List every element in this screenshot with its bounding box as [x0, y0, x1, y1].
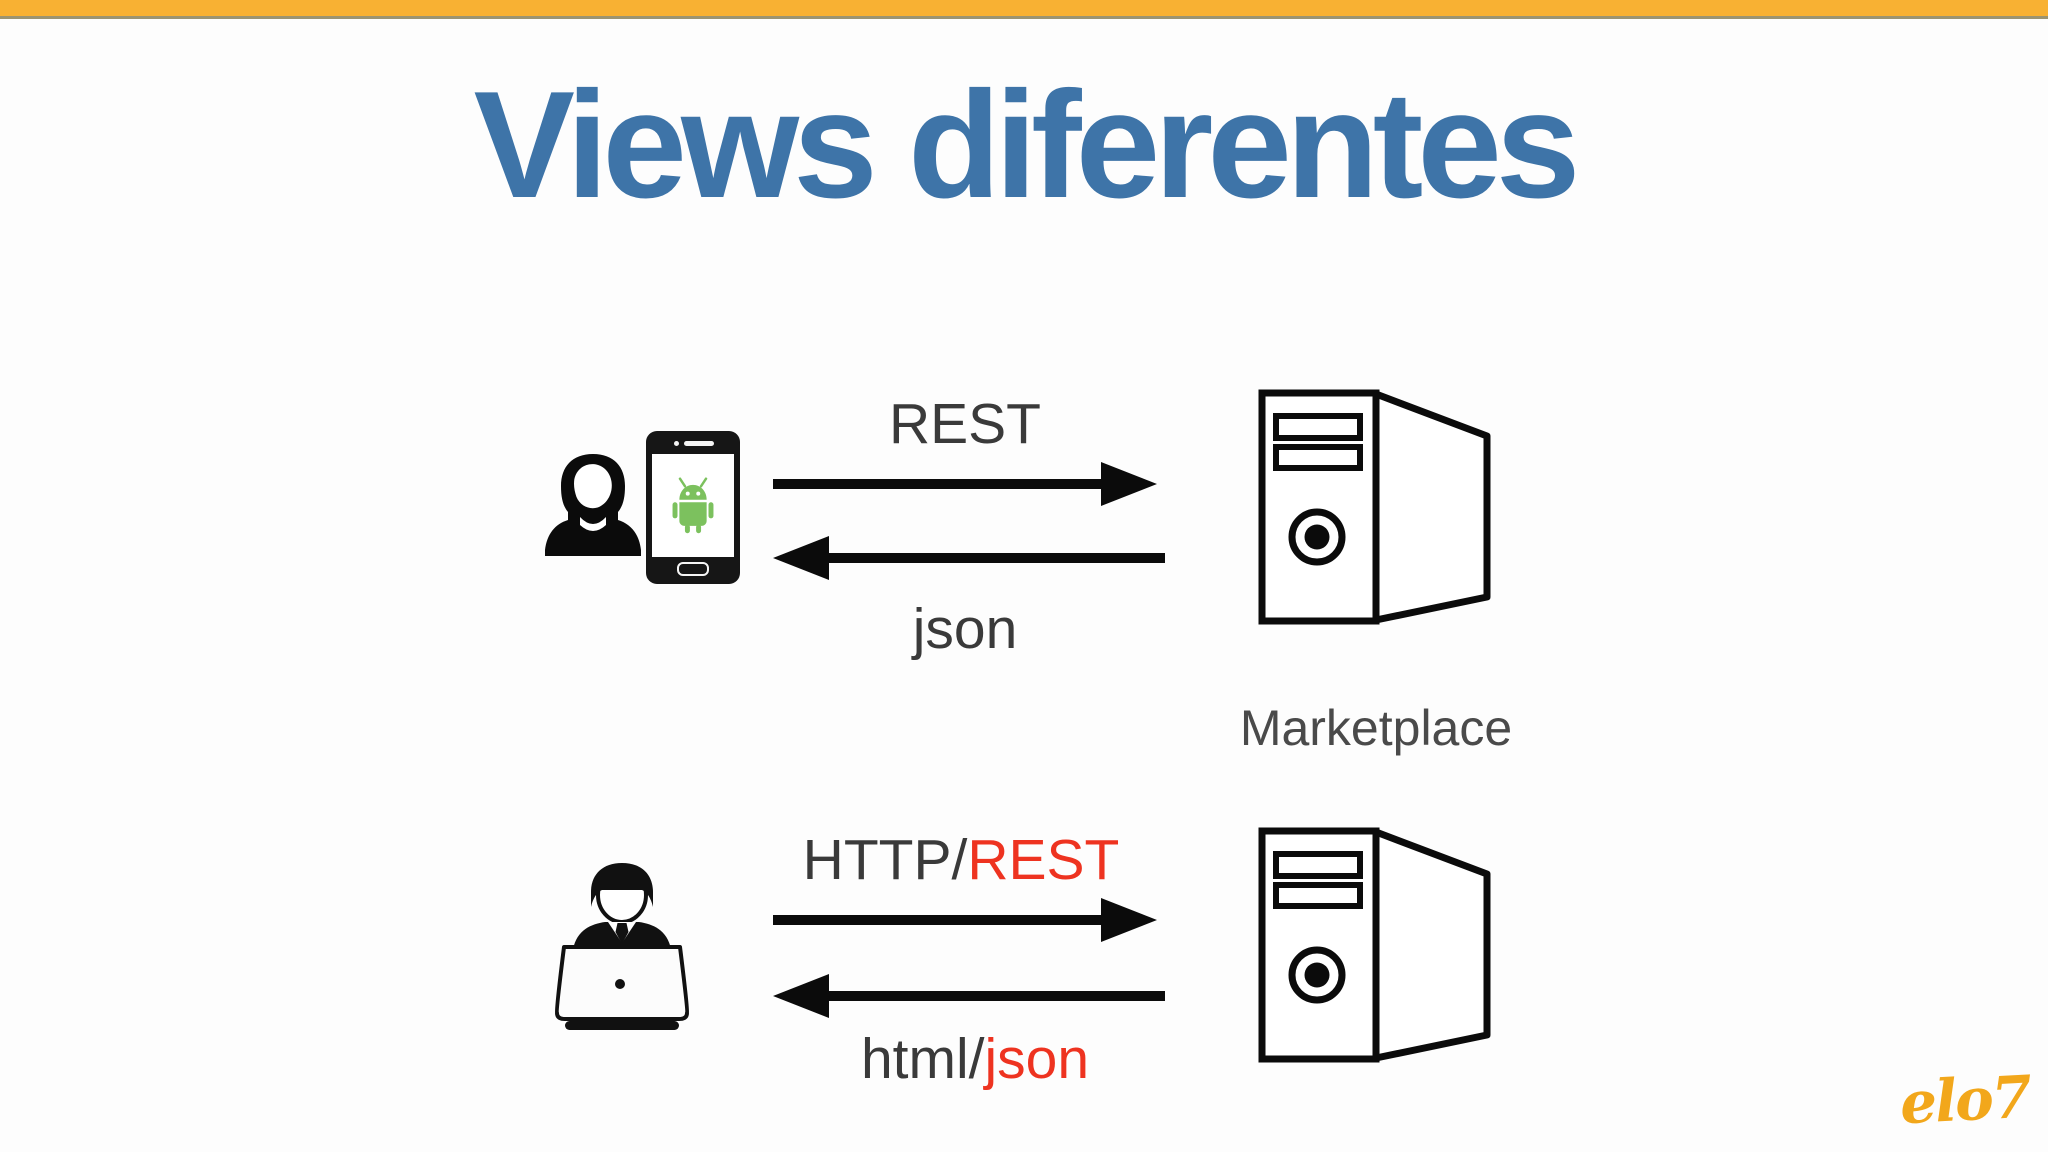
request-label-text: REST — [888, 392, 1042, 456]
phone-camera-icon — [674, 441, 679, 446]
phone-speaker-icon — [684, 441, 714, 446]
android-phone-icon — [646, 431, 740, 584]
arrow-shaft — [825, 991, 1165, 1001]
elo7-logo: elo7 — [1898, 1062, 2032, 1138]
server-tower-icon — [1258, 389, 1491, 625]
request-label: REST — [765, 393, 1165, 456]
arrow-head — [773, 536, 829, 580]
arrow-right-icon — [773, 462, 1157, 506]
arrow-left-icon — [773, 536, 1165, 580]
arrow-shaft — [825, 553, 1165, 563]
arrow-shaft — [773, 479, 1105, 489]
response-label: json — [765, 598, 1165, 661]
page-title: Views diferentes — [473, 60, 1581, 230]
arrow-left-icon — [773, 974, 1165, 1018]
phone-home-button-icon — [677, 562, 709, 576]
phone-screen — [652, 454, 734, 557]
android-robot-icon — [672, 476, 714, 533]
request-label-highlight: REST — [967, 828, 1120, 892]
server-label: Marketplace — [1239, 700, 1513, 756]
response-label-highlight: json — [984, 1027, 1090, 1091]
arrow-head — [1101, 462, 1157, 506]
woman-user-icon — [545, 454, 641, 556]
top-accent-bar — [0, 0, 2048, 19]
response-label-format: html/ — [860, 1027, 985, 1091]
arrow-head — [773, 974, 829, 1018]
arrow-right-icon — [773, 898, 1157, 942]
server-tower-icon — [1258, 827, 1491, 1063]
arrow-shaft — [773, 915, 1105, 925]
request-label: HTTP/REST — [761, 829, 1161, 892]
response-label: html/json — [775, 1028, 1175, 1091]
arrow-head — [1101, 898, 1157, 942]
response-label-text: json — [912, 597, 1018, 661]
person-laptop-icon — [554, 863, 690, 1030]
request-label-protocol: HTTP/ — [802, 828, 968, 892]
